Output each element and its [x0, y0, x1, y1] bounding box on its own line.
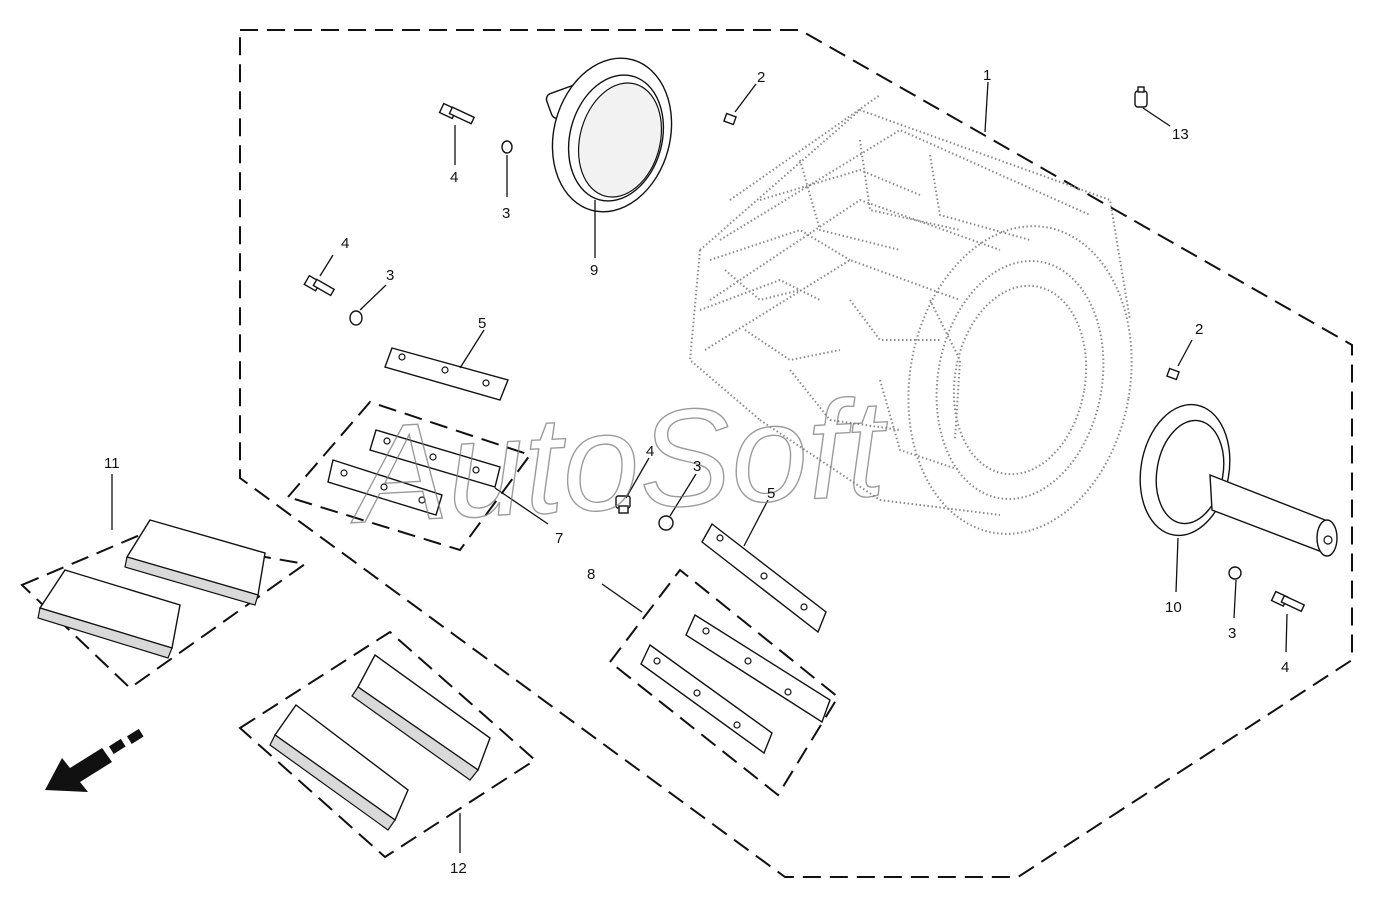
leader-lines	[111, 81, 1288, 853]
callout-3-right: 3	[1228, 625, 1236, 642]
callout-4-right: 4	[1281, 659, 1289, 676]
bolt-4c-icon	[615, 495, 631, 514]
knife-12a	[351, 653, 491, 781]
group-7-outline	[286, 400, 532, 552]
callout-9: 9	[590, 262, 598, 279]
callout-12: 12	[450, 860, 467, 877]
callout-8: 8	[587, 566, 595, 583]
direction-arrow-icon	[45, 728, 144, 792]
watermark: AutoSoft	[344, 371, 893, 553]
callout-4-middle: 4	[646, 443, 654, 460]
callout-10: 10	[1165, 599, 1182, 616]
bolt-4a-icon	[438, 102, 476, 125]
knife-11b	[37, 569, 181, 659]
callout-labels: 1 2 2 13 4 3 9 4 3 5 7 4 3 5 8 10 3 4 11…	[104, 67, 1289, 877]
flange-hub-9	[545, 57, 673, 213]
callout-13: 13	[1172, 126, 1189, 143]
group-12-outline	[238, 630, 537, 859]
blade-7a	[369, 429, 501, 488]
fitting-13-icon	[1134, 86, 1148, 108]
plate-5b	[701, 522, 827, 634]
callout-1: 1	[983, 67, 991, 84]
washer-3c-icon	[658, 515, 674, 531]
callout-4-top: 4	[450, 169, 458, 186]
callout-5-middle: 5	[767, 485, 775, 502]
bolt-4b-icon	[303, 274, 336, 297]
callout-3-top: 3	[502, 205, 510, 222]
group-11-outline	[20, 533, 308, 690]
washer-3d-icon	[1228, 566, 1242, 580]
callout-5-top: 5	[478, 315, 486, 332]
washers-3	[349, 140, 1242, 580]
callout-2-top: 2	[757, 69, 765, 86]
callout-3-middle: 3	[693, 458, 701, 475]
knife-11a	[124, 519, 266, 606]
nut-2a-icon	[723, 112, 737, 126]
callout-3-left: 3	[386, 267, 394, 284]
callout-4-left: 4	[341, 235, 349, 252]
washer-3b-icon	[349, 310, 363, 326]
nut-2b-icon	[1166, 367, 1180, 381]
assembly-1-outline	[239, 29, 1353, 878]
callout-7: 7	[555, 530, 563, 547]
blade-8a	[685, 613, 831, 724]
blade-7b	[327, 459, 443, 516]
callout-2-right: 2	[1195, 321, 1203, 338]
blade-8b	[640, 643, 773, 755]
knife-12b	[269, 704, 409, 831]
callout-11: 11	[104, 455, 120, 472]
nuts-2	[723, 112, 1180, 381]
plate-5a	[384, 347, 509, 401]
shaft-hub-10	[1139, 403, 1338, 557]
bolt-4d-icon	[1270, 590, 1306, 613]
washer-3a-icon	[501, 140, 513, 154]
